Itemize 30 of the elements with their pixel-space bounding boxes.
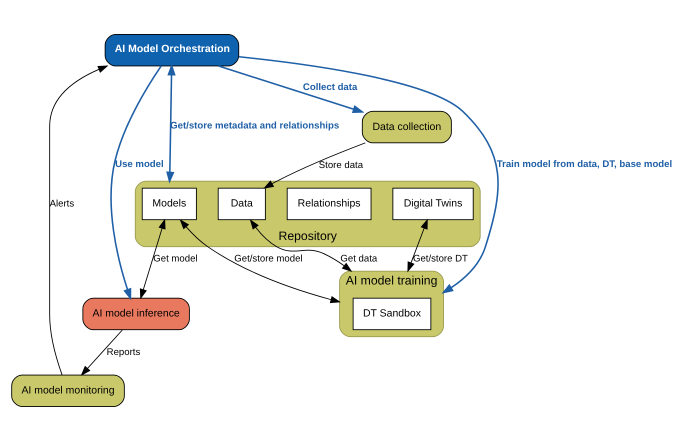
- edge-label: Get/store model: [234, 252, 303, 264]
- arrow: [407, 218, 428, 272]
- edge-label: Get data: [340, 252, 378, 264]
- node-box: Relationships: [286, 187, 372, 220]
- edge-label: Alerts: [50, 198, 74, 209]
- edge-label: Use model: [115, 158, 164, 170]
- arrow: [110, 65, 162, 300]
- edge-label: Get/store DT: [413, 252, 468, 264]
- node-box: AI model inference: [82, 297, 190, 330]
- edge-label: Get model: [153, 252, 198, 264]
- arrow: [238, 56, 499, 294]
- node-box: AI Model Orchestration: [104, 34, 240, 66]
- node-box: Models: [142, 187, 197, 220]
- node-box: Data: [218, 187, 266, 220]
- arrow: [80, 329, 123, 376]
- arrow: [166, 63, 176, 184]
- edge-label: Store data: [318, 159, 364, 170]
- arrow: [180, 218, 341, 303]
- node-box: DT Sandbox: [352, 297, 432, 330]
- arrow: [49, 65, 108, 375]
- arrow: [218, 64, 364, 112]
- edge-label: Collect data: [302, 82, 358, 93]
- arrow: [140, 218, 166, 299]
- node-box: Digital Twins: [392, 187, 474, 220]
- arrow: [263, 142, 366, 188]
- edge-label: Train model from data, DT, base model: [496, 158, 672, 170]
- arrow: [250, 218, 352, 272]
- edge-label: Reports: [106, 346, 140, 358]
- node-box: AI model monitoring: [11, 374, 125, 406]
- node-box: Data collection: [362, 110, 452, 143]
